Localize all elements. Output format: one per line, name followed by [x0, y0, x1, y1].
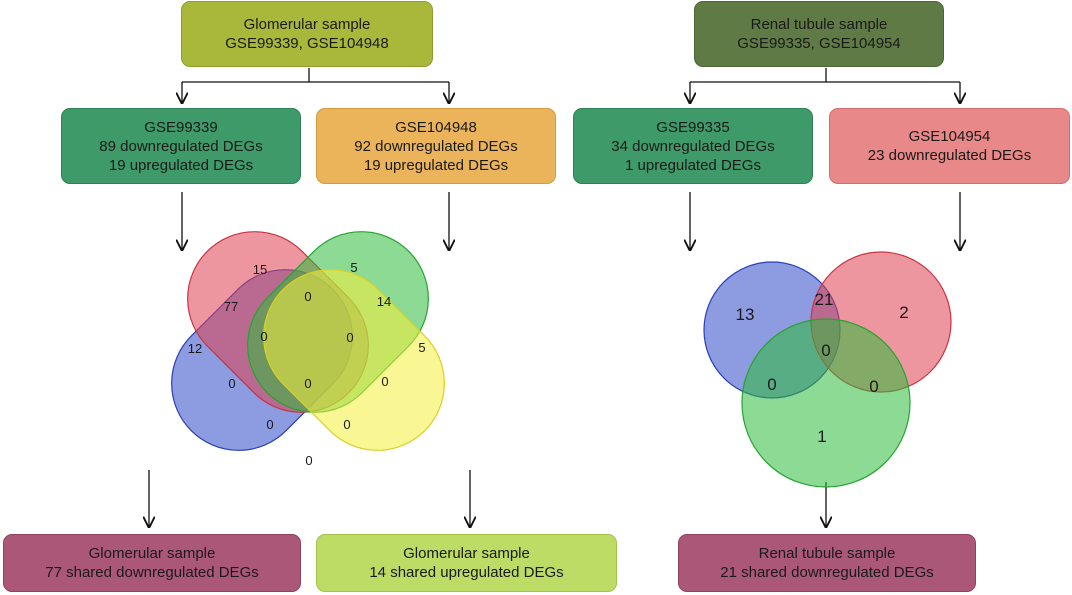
dataset-upregulated: 19 upregulated DEGs — [363, 156, 509, 174]
glomerular-header-box: Glomerular sample GSE99339, GSE104948 — [181, 1, 433, 67]
glomerular-header-title: Glomerular sample — [243, 16, 371, 33]
result-title: Renal tubule sample — [758, 545, 896, 562]
renal-header-ids: GSE99335, GSE104954 — [737, 35, 901, 52]
result-count: 21 shared downregulated DEGs — [720, 564, 934, 581]
renal-dataset-a-box: GSE99335 34 downregulated DEGs 1 upregul… — [573, 108, 813, 184]
glomerular-result-down-box: Glomerular sample 77 shared downregulate… — [3, 534, 301, 592]
dataset-upregulated: 1 upregulated DEGs — [625, 156, 761, 174]
venn-label-blue-red-yellow: 0 — [343, 417, 350, 432]
venn-label-blue-only: 13 — [736, 305, 755, 324]
venn-label-all-four: 0 — [304, 376, 311, 391]
venn-label-center: 0 — [821, 341, 830, 360]
venn-set-yellow — [263, 269, 445, 451]
glomerular-result-up-box: Glomerular sample 14 shared upregulated … — [316, 534, 617, 592]
venn-label-red-green-yellow: 0 — [346, 330, 353, 345]
venn-label-blue-green: 0 — [767, 375, 776, 394]
venn-label-red-only: 2 — [899, 303, 908, 322]
venn-label-red-green: 0 — [304, 289, 311, 304]
dataset-upregulated: 19 upregulated DEGs — [108, 156, 254, 174]
venn-label-blue-red-green: 0 — [260, 329, 267, 344]
venn-label-blue-yellow: 0 — [305, 453, 312, 468]
dataset-downregulated: 23 downregulated DEGs — [867, 147, 1032, 164]
dataset-downregulated: 92 downregulated DEGs — [354, 137, 518, 155]
venn-label-blue-green: 0 — [228, 376, 235, 391]
result-title: Glomerular sample — [88, 545, 216, 562]
venn-label-blue-green-yellow: 0 — [266, 417, 273, 432]
venn-label-red-only: 15 — [253, 262, 267, 277]
dataset-downregulated: 89 downregulated DEGs — [99, 137, 263, 155]
glomerular-dataset-b-box: GSE104948 92 downregulated DEGs 19 upreg… — [316, 108, 556, 184]
dataset-downregulated: 34 downregulated DEGs — [611, 137, 775, 155]
venn-label-green-only: 5 — [350, 260, 357, 275]
glomerular-header-ids: GSE99339, GSE104948 — [225, 35, 389, 52]
result-count: 14 shared upregulated DEGs — [369, 564, 564, 581]
venn-label-blue-red: 21 — [815, 290, 834, 309]
venn-label-red-green: 0 — [869, 377, 878, 396]
dataset-id: GSE99339 — [144, 118, 218, 136]
dataset-id: GSE104948 — [395, 118, 477, 136]
renal-header-box: Renal tubule sample GSE99335, GSE104954 — [694, 1, 944, 67]
dataset-id: GSE104954 — [908, 128, 991, 145]
venn-label-green-only: 1 — [817, 427, 826, 446]
renal-dataset-b-box: GSE104954 23 downregulated DEGs — [829, 108, 1070, 184]
venn-label-green-yellow: 14 — [377, 294, 391, 309]
venn-circle-green — [741, 318, 911, 488]
result-count: 77 shared downregulated DEGs — [45, 564, 259, 581]
venn-label-red-yellow: 0 — [381, 374, 388, 389]
glomerular-dataset-a-box: GSE99339 89 downregulated DEGs 19 upregu… — [61, 108, 301, 184]
dataset-id: GSE99335 — [656, 118, 730, 136]
venn-label-yellow-only: 5 — [418, 340, 425, 355]
renal-header-title: Renal tubule sample — [750, 16, 888, 33]
renal-result-down-box: Renal tubule sample 21 shared downregula… — [678, 534, 976, 592]
result-title: Glomerular sample — [403, 545, 530, 562]
venn-label-blue-only: 12 — [188, 341, 202, 356]
venn-label-blue-red: 77 — [224, 299, 238, 314]
